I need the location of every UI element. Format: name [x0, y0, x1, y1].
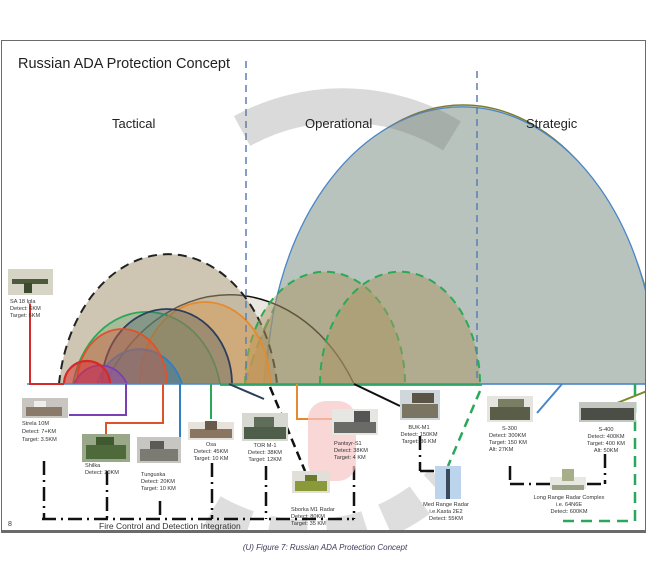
label-buk: BUK-M1 Detect: 150KM Target: 36 KM	[401, 425, 438, 445]
label-s300: S-300 Detect: 300KM Target: 150 KM Alt: …	[489, 426, 527, 453]
svg-text:TOR M-1: TOR M-1	[254, 443, 277, 449]
connector-strela	[69, 384, 127, 416]
image-strela	[22, 398, 68, 418]
connector-long-radar	[562, 384, 637, 523]
svg-text:Detect: 45KM: Detect: 45KM	[194, 449, 228, 455]
watermark	[203, 88, 461, 530]
svg-text:Detect: 7+KM: Detect: 7+KM	[22, 429, 56, 435]
svg-text:i.e.Kasta 2E2: i.e.Kasta 2E2	[429, 509, 462, 515]
label-osa: Osa Detect: 45KM Target: 10 KM	[194, 442, 229, 462]
svg-text:Long Range Radar Complex: Long Range Radar Complex	[534, 495, 605, 501]
connector-s300	[536, 383, 563, 414]
svg-text:Osa: Osa	[206, 442, 217, 448]
svg-text:Target: 3.5KM: Target: 3.5KM	[22, 437, 57, 443]
svg-text:BUK-M1: BUK-M1	[408, 425, 429, 431]
connector-med-radar	[446, 390, 482, 467]
svg-text:i.e. 64N6E: i.e. 64N6E	[556, 502, 582, 508]
svg-text:Detect: 150KM: Detect: 150KM	[401, 432, 438, 438]
label-med-radar: Med Range Radar i.e.Kasta 2E2 Detect: 55…	[423, 502, 469, 522]
label-pantsyr: Pantsyr-S1 Detect: 38KM Target: 4 KM	[334, 441, 368, 461]
svg-text:Med Range Radar: Med Range Radar	[423, 502, 469, 508]
svg-text:Alt: 27KM: Alt: 27KM	[489, 447, 514, 453]
svg-text:Detect: 38KM: Detect: 38KM	[248, 450, 282, 456]
svg-text:Target: 12KM: Target: 12KM	[248, 457, 282, 463]
svg-text:S-400: S-400	[599, 427, 614, 433]
svg-text:Detect: 38KM: Detect: 38KM	[334, 448, 368, 454]
svg-text:Target: 10 KM: Target: 10 KM	[141, 486, 176, 492]
svg-text:Tunguska: Tunguska	[141, 472, 166, 478]
connector-tor	[228, 383, 265, 400]
integration-label: Fire Control and Detection Integration	[99, 521, 241, 531]
svg-text:Alt: 50KM: Alt: 50KM	[594, 448, 619, 454]
svg-text:Target: 400 KM: Target: 400 KM	[587, 441, 625, 447]
image-osa	[188, 421, 234, 440]
svg-text:Detect: 20KM: Detect: 20KM	[141, 479, 175, 485]
svg-text:Detect: 55KM: Detect: 55KM	[429, 516, 463, 522]
system-labels: SA 18 Igla Detect: 6KM Target: 6KM Strel…	[10, 299, 625, 527]
connector-buk	[353, 383, 401, 407]
svg-text:Target: 35 KM: Target: 35 KM	[291, 521, 326, 527]
svg-text:Detect: 400KM: Detect: 400KM	[588, 434, 625, 440]
connector-shilka	[105, 384, 164, 434]
svg-text:Target: 36 KM: Target: 36 KM	[402, 439, 437, 445]
svg-text:Target: 6KM: Target: 6KM	[10, 313, 40, 319]
label-long-radar: Long Range Radar Complex i.e. 64N6E Dete…	[534, 495, 605, 515]
svg-text:Detect: 80KM: Detect: 80KM	[291, 514, 325, 520]
svg-text:Detect: 300KM: Detect: 300KM	[489, 433, 526, 439]
svg-text:Detect: 6KM: Detect: 6KM	[10, 306, 41, 312]
image-sborka	[292, 471, 330, 493]
image-shilka	[82, 434, 130, 462]
vehicle-images	[8, 269, 636, 499]
label-sborka: Sborka M1 Radar Detect: 80KM Target: 35 …	[291, 507, 335, 527]
diagram-title: Russian ADA Protection Concept	[18, 56, 230, 72]
label-shilka: Shilka Detect: 20KM	[85, 463, 119, 476]
dome-tor	[101, 308, 233, 385]
image-tor	[242, 413, 288, 441]
svg-text:Target: 4 KM: Target: 4 KM	[334, 455, 366, 461]
figure-caption: (U) Figure 7: Russian ADA Protection Con…	[242, 543, 408, 552]
svg-text:Sborka M1 Radar: Sborka M1 Radar	[291, 507, 335, 513]
dome-pantsyr	[139, 301, 271, 385]
label-tunguska: Tunguska Detect: 20KM Target: 10 KM	[141, 472, 176, 492]
page-number: 8	[8, 521, 12, 528]
diagram-frame: Russian ADA Protection Concept Tactical …	[1, 40, 646, 533]
svg-text:Target: 150 KM: Target: 150 KM	[489, 440, 527, 446]
svg-text:Target: 10 KM: Target: 10 KM	[194, 456, 229, 462]
image-s300	[487, 396, 533, 422]
svg-text:Pantsyr-S1: Pantsyr-S1	[334, 441, 362, 447]
svg-text:SA 18 Igla: SA 18 Igla	[10, 299, 36, 305]
svg-text:Strela 10M: Strela 10M	[22, 421, 49, 427]
range-domes	[58, 104, 645, 385]
ada-diagram: Russian ADA Protection Concept Tactical …	[8, 56, 645, 531]
zone-label-tactical: Tactical	[112, 116, 155, 131]
image-sa18	[8, 269, 53, 295]
zone-label-operational: Operational	[305, 116, 372, 131]
image-s400	[579, 402, 636, 422]
connector-sa18	[29, 304, 64, 385]
image-long-radar	[550, 469, 586, 490]
image-tunguska	[137, 437, 181, 463]
label-strela: Strela 10M Detect: 7+KM Target: 3.5KM	[22, 421, 57, 443]
image-buk	[400, 390, 440, 420]
label-tor: TOR M-1 Detect: 38KM Target: 12KM	[248, 443, 282, 463]
integration-lines	[42, 436, 607, 521]
svg-text:S-300: S-300	[502, 426, 517, 432]
svg-text:Detect: 600KM: Detect: 600KM	[551, 509, 588, 515]
image-pantsyr	[332, 409, 378, 435]
svg-text:Shilka: Shilka	[85, 463, 101, 469]
svg-text:Detect: 20KM: Detect: 20KM	[85, 470, 119, 476]
label-s400: S-400 Detect: 400KM Target: 400 KM Alt: …	[587, 427, 625, 454]
zone-label-strategic: Strategic	[526, 116, 578, 131]
label-sa18: SA 18 Igla Detect: 6KM Target: 6KM	[10, 299, 41, 319]
image-med-radar	[435, 466, 461, 499]
dome-med-radar-2	[319, 270, 481, 385]
dome-sa18	[62, 359, 112, 385]
